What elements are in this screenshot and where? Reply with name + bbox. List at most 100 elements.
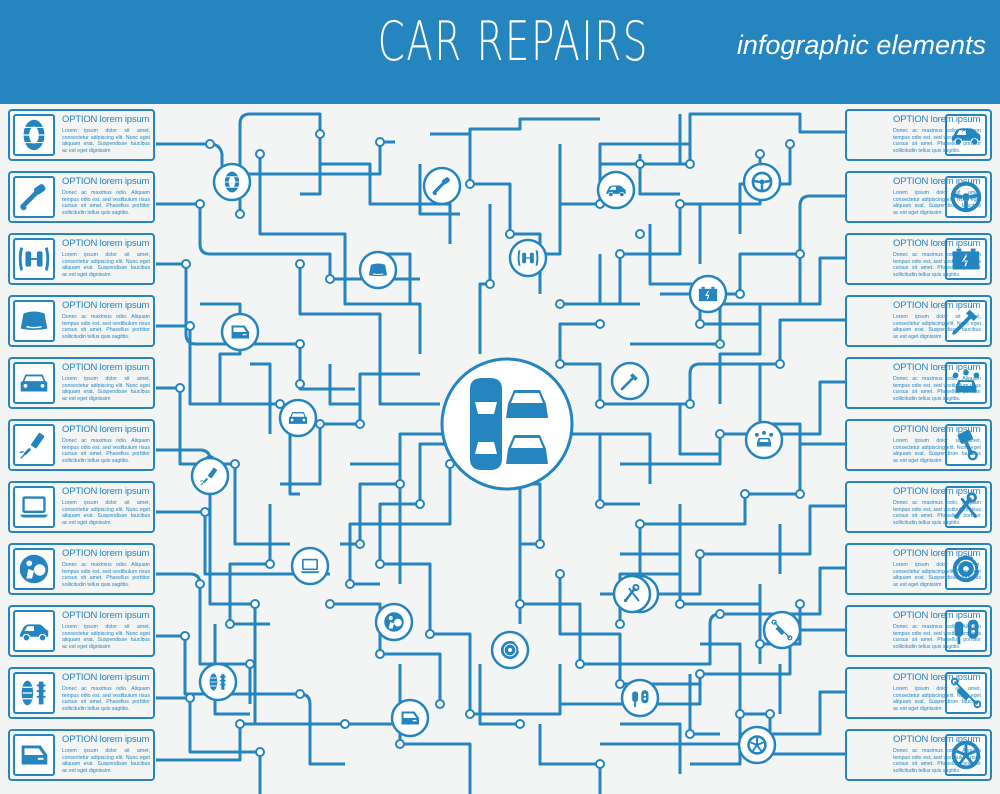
junction-node xyxy=(465,709,475,719)
car-wash-icon xyxy=(744,420,784,460)
junction-node xyxy=(685,399,695,409)
option-title: OPTION lorem ipsum xyxy=(893,300,981,311)
exhaust-icon xyxy=(13,176,55,218)
junction-node xyxy=(375,649,385,659)
junction-node xyxy=(555,299,565,309)
junction-node xyxy=(515,719,525,729)
option-title: OPTION lorem ipsum xyxy=(62,362,150,373)
piston-icon xyxy=(945,424,987,466)
battery-icon xyxy=(688,274,728,314)
junction-node xyxy=(635,159,645,169)
car-side-icon xyxy=(945,114,987,156)
option-title: OPTION lorem ipsum xyxy=(893,610,981,621)
junction-node xyxy=(785,139,795,149)
route-line xyxy=(258,154,422,354)
route-line xyxy=(156,448,300,726)
route-line xyxy=(640,442,845,526)
route-line xyxy=(620,722,682,774)
option-body: Donec ac maximus odio. Aliquam tempus od… xyxy=(62,438,150,464)
route-line xyxy=(228,504,272,626)
junction-node xyxy=(695,549,705,559)
junction-node xyxy=(615,619,625,629)
option-body: Lorem ipsum dolor sit amet, consectetur … xyxy=(62,624,150,650)
route-line xyxy=(620,380,845,466)
junction-node xyxy=(555,359,565,369)
option-body: Lorem ipsum dolor sit amet, consectetur … xyxy=(62,128,150,154)
junction-node xyxy=(485,279,495,289)
junction-node xyxy=(235,719,245,729)
route-line xyxy=(610,318,845,406)
junction-node xyxy=(195,579,205,589)
route-line xyxy=(600,712,845,756)
option-body: Lorem ipsum dolor sit amet, consectetur … xyxy=(893,314,981,340)
laptop-diagnostics-icon xyxy=(13,486,55,528)
suspension-icon xyxy=(508,238,548,278)
option-body: Donec ac maximus odio. Aliquam tempus od… xyxy=(893,128,981,154)
option-body: Lorem ipsum dolor sit amet, consectetur … xyxy=(62,748,150,774)
junction-node xyxy=(295,379,305,389)
route-line xyxy=(156,634,345,766)
junction-node xyxy=(595,399,605,409)
option-title: OPTION lorem ipsum xyxy=(893,114,981,125)
option-title: OPTION lorem ipsum xyxy=(893,734,981,745)
car-front-icon xyxy=(278,398,318,438)
alloy-wheel-icon xyxy=(945,734,987,776)
junction-node xyxy=(415,499,425,509)
option-title: OPTION lorem ipsum xyxy=(893,424,981,435)
option-title: OPTION lorem ipsum xyxy=(893,238,981,249)
junction-node xyxy=(375,559,385,569)
car-hood-icon xyxy=(13,300,55,342)
junction-node xyxy=(205,139,215,149)
option-body: Donec ac maximus odio. Aliquam tempus od… xyxy=(62,190,150,216)
route-line xyxy=(156,324,300,496)
option-body: Donec ac maximus odio. Aliquam tempus od… xyxy=(893,624,981,650)
junction-node xyxy=(375,137,385,147)
junction-node xyxy=(755,149,765,159)
route-line xyxy=(630,256,845,346)
junction-node xyxy=(180,631,190,641)
route-line xyxy=(348,462,402,586)
option-title: OPTION lorem ipsum xyxy=(893,548,981,559)
junction-node xyxy=(275,399,285,409)
option-title: OPTION lorem ipsum xyxy=(893,672,981,683)
junction-node xyxy=(635,519,645,529)
option-body: Lorem ipsum dolor sit amet, consectetur … xyxy=(893,686,981,712)
option-body: Donec ac maximus odio. Aliquam tempus od… xyxy=(62,562,150,588)
car-door-icon xyxy=(390,698,430,738)
junction-node xyxy=(325,274,335,284)
junction-node xyxy=(195,199,205,209)
wrench-screwdriver-icon xyxy=(612,574,652,614)
junction-node xyxy=(735,289,745,299)
steering-wheel-icon xyxy=(742,162,782,202)
junction-node xyxy=(715,429,725,439)
junction-node xyxy=(535,539,545,549)
junction-node xyxy=(425,629,435,639)
route-line xyxy=(340,432,450,546)
junction-node xyxy=(505,229,515,239)
junction-node xyxy=(225,619,235,629)
junction-node xyxy=(595,319,605,329)
route-line xyxy=(478,664,520,726)
route-line xyxy=(156,140,395,176)
option-title: OPTION lorem ipsum xyxy=(62,424,150,435)
junction-node xyxy=(715,339,725,349)
route-line xyxy=(478,204,492,354)
route-line xyxy=(718,254,802,404)
route-line xyxy=(200,302,242,404)
junction-node xyxy=(775,359,785,369)
junction-node xyxy=(595,759,605,769)
junction-node xyxy=(635,229,645,239)
junction-node xyxy=(230,459,240,469)
option-body: Donec ac maximus odio. Aliquam tempus od… xyxy=(893,500,981,526)
battery-icon xyxy=(945,238,987,280)
route-line xyxy=(560,154,762,306)
junction-node xyxy=(615,249,625,259)
